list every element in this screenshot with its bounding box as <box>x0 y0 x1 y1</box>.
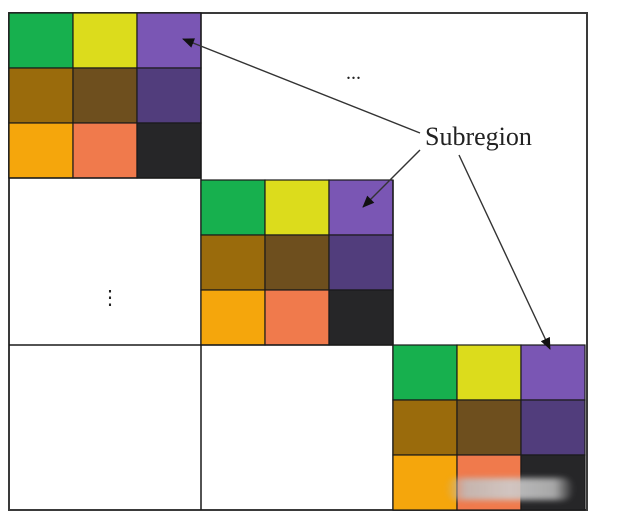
subregion-block-3 <box>392 344 586 511</box>
arrow-to-block-2 <box>362 149 421 208</box>
block-2-cell-r2-c3 <box>328 234 394 291</box>
block-2-cell-r1-c2 <box>264 179 330 236</box>
block-1-cell-r2-c2 <box>72 67 138 124</box>
arrow-to-block-3 <box>458 154 551 350</box>
block-3-cell-r1-c1 <box>392 344 458 401</box>
block-2-cell-r2-c2 <box>264 234 330 291</box>
arrow-to-block-1 <box>182 38 421 134</box>
block-2-cell-r3-c1 <box>200 289 266 346</box>
block-3-cell-r2-c2 <box>456 399 522 456</box>
block-3-cell-r1-c3 <box>520 344 586 401</box>
block-2-cell-r2-c1 <box>200 234 266 291</box>
block-2-cell-r1-c1 <box>200 179 266 236</box>
matrix-frame <box>8 12 588 511</box>
block-2-cell-r1-c3 <box>328 179 394 236</box>
block-1-cell-r3-c1 <box>8 122 74 179</box>
block-3-cell-r2-c3 <box>520 399 586 456</box>
subregion-block-1 <box>8 12 202 510</box>
block-1-cell-r1-c2 <box>72 12 138 69</box>
block-3-cell-r2-c1 <box>392 399 458 456</box>
watermark-blur <box>446 478 574 500</box>
block-2-cell-r3-c2 <box>264 289 330 346</box>
block-1-cell-r3-c3 <box>136 122 202 179</box>
vertical-ellipsis: ⋮ <box>100 287 120 309</box>
block-1-cell-r2-c3 <box>136 67 202 124</box>
block-1-cell-r1-c1 <box>8 12 74 69</box>
block-2-cell-r3-c3 <box>328 289 394 346</box>
block-3-cell-r3-c1 <box>392 454 458 511</box>
subregion-block-2 <box>9 179 394 510</box>
horizontal-ellipsis: ... <box>346 62 361 84</box>
block-3-cell-r1-c2 <box>456 344 522 401</box>
subregion-label: Subregion <box>425 122 532 151</box>
block-1-cell-r3-c2 <box>72 122 138 179</box>
block-1-cell-r1-c3 <box>136 12 202 69</box>
block-1-cell-r2-c1 <box>8 67 74 124</box>
